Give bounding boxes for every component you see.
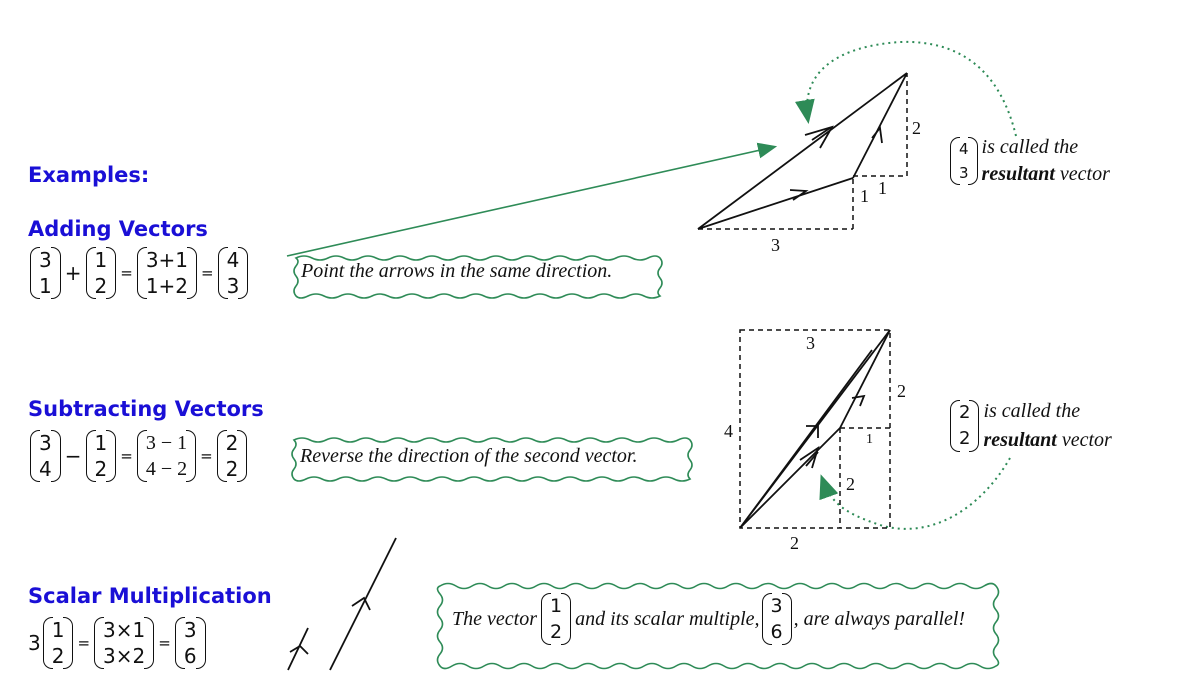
add-label-height: 2: [912, 118, 921, 138]
adding-note: Point the arrows in the same direction.: [301, 260, 613, 282]
sub-label-step: 1: [866, 432, 873, 447]
subtracting-vectors-diagram: [739, 329, 891, 529]
sub-label-mid: 2: [846, 474, 855, 494]
callout-box-adding: [293, 255, 663, 299]
vector-3-1-arrowhead: [789, 189, 809, 201]
long-vector-line: [329, 537, 397, 671]
short-vector-line: [287, 627, 309, 671]
scalar-multiplication-heading: Scalar Multiplication: [28, 584, 272, 608]
scalar-parallel-lines: [287, 537, 397, 671]
subtracting-note: Reverse the direction of the second vect…: [300, 445, 638, 467]
add-label-step1: 1: [860, 186, 869, 206]
sub-label-right: 2: [897, 381, 906, 401]
subtracting-vectors-heading: Subtracting Vectors: [28, 397, 264, 421]
resultant-double-arrowhead: [804, 125, 834, 149]
callout-box-scalar: [436, 582, 1000, 670]
callout-box-subtracting: [291, 437, 693, 482]
resultant-vector-4-3: [697, 72, 908, 230]
adding-vectors-diagram: [697, 72, 908, 230]
adding-vectors-heading: Adding Vectors: [28, 217, 208, 241]
vector-3-1: [697, 177, 854, 230]
examples-heading: Examples:: [28, 163, 150, 187]
sub-label-top: 3: [806, 333, 815, 353]
sub-label-bottom: 2: [790, 533, 799, 553]
add-label-step1b: 1: [878, 178, 887, 198]
vector-1-2-arrowhead: [871, 125, 883, 144]
add-label-base: 3: [771, 235, 780, 255]
sub-label-left: 4: [724, 421, 733, 441]
pointer-arrow-adding: [286, 142, 778, 257]
vector-1-2: [852, 72, 908, 179]
